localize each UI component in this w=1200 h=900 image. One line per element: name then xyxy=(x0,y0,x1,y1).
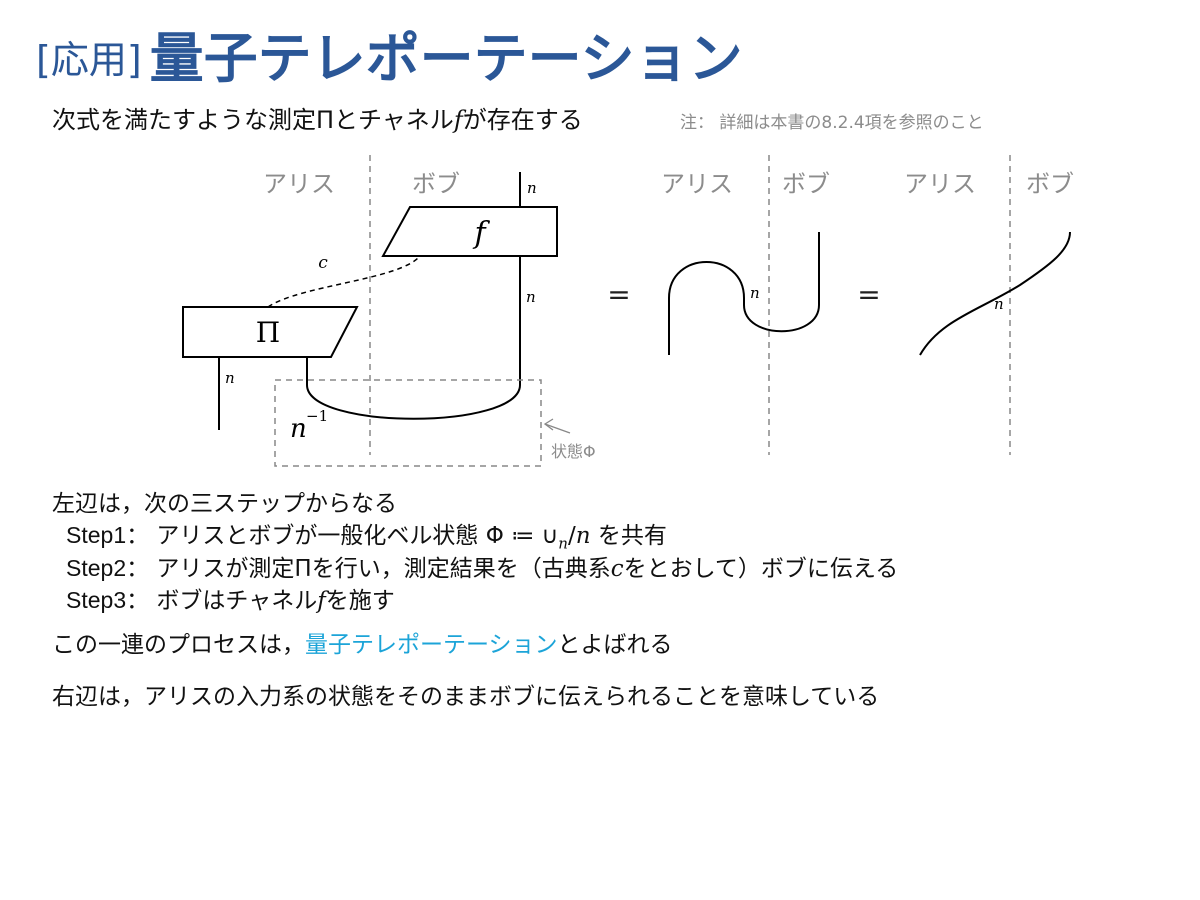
equals-sign-2: = xyxy=(857,278,880,311)
process-highlight: 量子テレポーテーション xyxy=(305,632,558,658)
measurement-pi-label: Π xyxy=(256,316,280,349)
middle-alice-label: アリス xyxy=(661,170,733,198)
step3-line: Step3： ボブはチャネルfを施す xyxy=(66,581,395,615)
title-main: 量子テレポーテーション xyxy=(149,27,743,90)
state-phi-label: 状態Φ xyxy=(551,442,596,461)
step1-n: n xyxy=(575,523,591,549)
rhs-bob-label: ボブ xyxy=(1026,170,1074,198)
classical-wire-c xyxy=(267,255,421,308)
lhs-bob-label: ボブ xyxy=(412,170,460,198)
measurement-pi-box xyxy=(182,306,359,358)
wire-label-n-top: n xyxy=(527,179,537,197)
step3-f: f xyxy=(317,588,326,614)
intro-mid: とチャネル xyxy=(334,106,454,134)
normalization-n: n xyxy=(290,414,307,444)
wire-label-n-middle: n xyxy=(750,284,760,302)
normalization-exponent: −1 xyxy=(306,407,328,425)
process-line: この一連のプロセスは，量子テレポーテーションとよばれる xyxy=(52,625,673,659)
step3-pre: ボブはチャネル xyxy=(156,588,318,614)
intro-post: が存在する xyxy=(462,106,583,134)
state-phi-arrow xyxy=(544,423,571,434)
intro-pi: Π xyxy=(316,106,335,134)
step2-c: c xyxy=(610,556,624,582)
step1-sub: n xyxy=(558,534,568,553)
wire-label-n-right: n xyxy=(994,295,1004,313)
step1-pre: アリスとボブが一般化ベル状態 Φ ≔ ∪ xyxy=(156,523,559,549)
reference-note: 注： 詳細は本書の8.2.4項を参照のこと xyxy=(680,113,984,133)
snake-wire xyxy=(668,232,820,355)
title-tag: [応用] xyxy=(36,38,142,82)
equals-sign-1: = xyxy=(607,278,630,311)
state-phi-box xyxy=(274,379,542,467)
channel-f-box xyxy=(381,206,558,257)
wire-label-n-bob: n xyxy=(526,288,536,306)
step1-post: を共有 xyxy=(590,523,667,549)
process-pre: この一連のプロセスは， xyxy=(52,632,305,658)
intro-text: 次式を満たすような測定Πとチャネルfが存在する xyxy=(52,100,583,135)
slide-title: [応用]量子テレポーテーション xyxy=(36,14,743,93)
summary-lead: 左辺は，次の三ステップからなる xyxy=(52,491,397,517)
step1-line: Step1： アリスとボブが一般化ベル状態 Φ ≔ ∪n/n を共有 xyxy=(66,516,667,553)
intro-f: f xyxy=(453,106,463,134)
rhs-meaning-line: 右辺は，アリスの入力系の状態をそのままボブに伝えられることを意味している xyxy=(52,684,880,710)
intro-pre: 次式を満たすような測定 xyxy=(52,106,316,134)
classical-wire-c-label: c xyxy=(318,253,328,273)
identity-wire xyxy=(919,231,1071,356)
teleportation-diagram: アリス ボブ n f n c Π n n −1 状態Φ = アリス ボブ n =… xyxy=(182,155,1074,467)
step1-slash: / xyxy=(567,523,576,549)
wire-label-n-alice: n xyxy=(225,369,235,387)
step3-label: Step3： xyxy=(66,587,150,613)
middle-bob-label: ボブ xyxy=(782,170,830,198)
bell-state-cup xyxy=(306,256,521,420)
lhs-alice-label: アリス xyxy=(263,170,335,198)
process-post: とよばれる xyxy=(557,632,673,658)
step2-line: Step2： アリスが測定Πを行い，測定結果を（古典系cをとおして）ボブに伝える xyxy=(66,549,898,583)
state-phi-arrowhead xyxy=(543,418,554,431)
step2-label: Step2： xyxy=(66,555,150,581)
rhs-alice-label: アリス xyxy=(904,170,976,198)
step2-pre: アリスが測定Πを行い，測定結果を（古典系 xyxy=(156,556,611,582)
step2-post: をとおして）ボブに伝える xyxy=(623,556,899,582)
step1-label: Step1： xyxy=(66,522,150,548)
step3-post: を施す xyxy=(325,588,395,614)
